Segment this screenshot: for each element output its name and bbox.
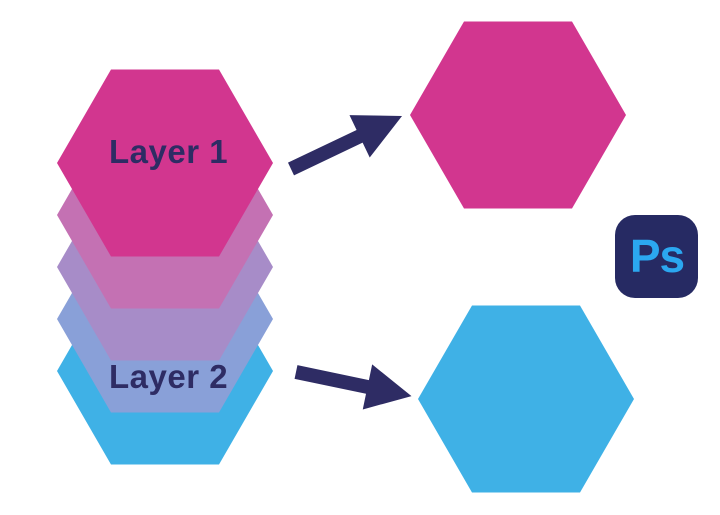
- result-hexagon-layer1: [410, 21, 626, 209]
- layer1-label: Layer 1: [109, 133, 228, 170]
- layer-stack: Layer 1 Layer 2: [57, 69, 273, 465]
- result-hexagon-layer2: [418, 305, 634, 493]
- stack-hexagon-layer1: [57, 69, 273, 257]
- arrow-bottom: [294, 364, 412, 410]
- arrow-top: [287, 115, 403, 176]
- layer2-label: Layer 2: [109, 358, 228, 395]
- photoshop-icon-background: [615, 215, 698, 298]
- photoshop-icon-label: Ps: [630, 230, 684, 282]
- photoshop-icon: Ps: [615, 215, 698, 298]
- arrow-bottom-shape: [294, 364, 412, 410]
- arrow-top-shape: [287, 115, 403, 176]
